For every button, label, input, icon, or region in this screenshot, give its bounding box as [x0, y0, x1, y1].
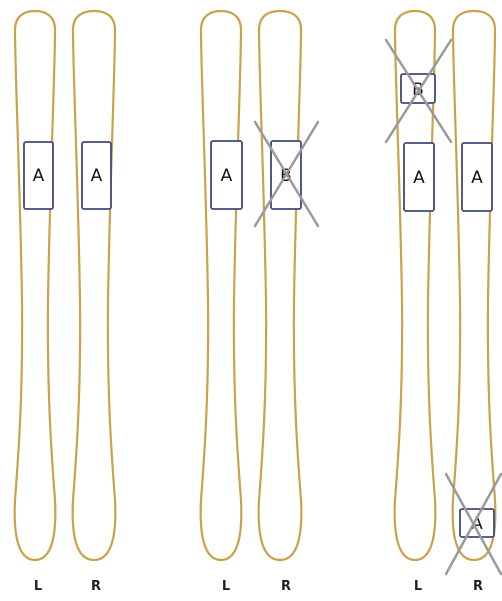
- box-label: A: [413, 168, 425, 188]
- box-p2-left-a: A: [211, 141, 242, 209]
- panel-1: A A L R: [15, 11, 116, 594]
- ski-label-right: R: [473, 579, 483, 594]
- ski-label-left: L: [414, 579, 422, 594]
- ski-label-left: L: [222, 579, 230, 594]
- panel-2: A B L R: [201, 11, 318, 594]
- ski-left-outline: [201, 11, 242, 560]
- box-label: A: [91, 166, 103, 186]
- box-label: A: [221, 166, 233, 186]
- ski-label-left: L: [34, 579, 42, 594]
- box-p3-right-a: A: [462, 143, 492, 211]
- box-label: A: [471, 168, 483, 188]
- box-label: A: [33, 166, 45, 186]
- ski-left-outline: [15, 11, 56, 560]
- panel-3: B A A A L R: [386, 11, 501, 594]
- ski-right-outline: [453, 11, 496, 560]
- ski-right-outline: [259, 11, 302, 560]
- ski-label-right: R: [281, 579, 291, 594]
- box-p3-left-a: A: [404, 143, 434, 211]
- box-p1-left-a: A: [24, 142, 53, 209]
- box-p1-right-a: A: [82, 142, 111, 209]
- ski-right-outline: [73, 11, 116, 560]
- ski-label-right: R: [91, 579, 101, 594]
